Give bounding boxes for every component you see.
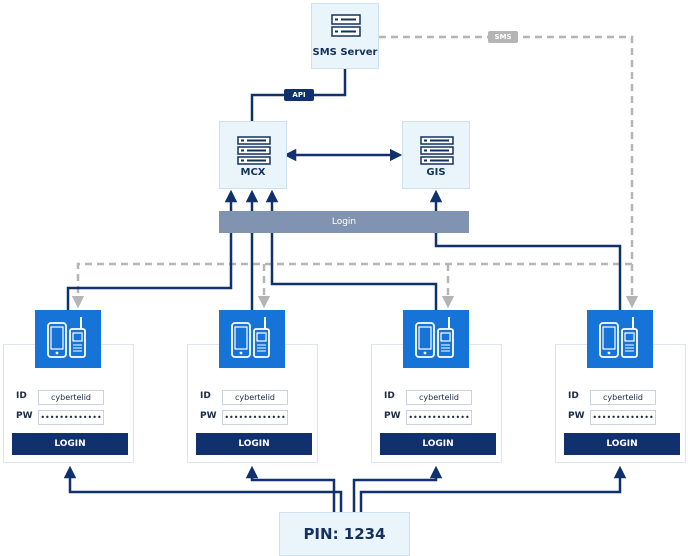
pin-to-panel2: [245, 465, 336, 512]
pin-box: PIN: 1234: [279, 512, 410, 556]
phone-radio-icon: [599, 317, 638, 358]
pw-field[interactable]: •••••••••••••: [590, 410, 656, 425]
pw-label: PW: [16, 411, 33, 421]
device-card-4: [587, 310, 653, 368]
phone-radio-icon: [415, 317, 454, 358]
login-button[interactable]: LOGIN: [564, 433, 680, 455]
pw-label: PW: [568, 411, 585, 421]
mcx-label: MCX: [240, 167, 266, 178]
pw-label: PW: [200, 411, 217, 421]
phone-radio-icon: [231, 317, 270, 358]
phone-radio-icon: [47, 317, 86, 358]
id-label: ID: [568, 391, 579, 401]
device-card-1: [35, 310, 101, 368]
pin-to-panel4: [359, 465, 627, 512]
server-icon: [331, 14, 361, 37]
pw-label: PW: [384, 411, 401, 421]
id-field[interactable]: cybertelid: [406, 390, 472, 405]
device1-to-mcx: [66, 189, 238, 310]
device-card-2: [219, 310, 285, 368]
device3-to-mcx: [265, 189, 438, 310]
id-label: ID: [16, 391, 27, 401]
pw-field[interactable]: •••••••••••••: [406, 410, 472, 425]
gis-label: GIS: [426, 167, 446, 178]
sms-line-top: [379, 35, 639, 309]
id-label: ID: [200, 391, 211, 401]
sms-dashed-lines: [71, 35, 639, 309]
login-button[interactable]: LOGIN: [12, 433, 128, 455]
pin-to-panel1: [63, 465, 343, 512]
pin-to-panel3: [352, 465, 443, 512]
id-field[interactable]: cybertelid: [590, 390, 656, 405]
gis-node: GIS: [402, 121, 470, 189]
login-button[interactable]: LOGIN: [380, 433, 496, 455]
device-card-3: [403, 310, 469, 368]
api-tag: API: [284, 89, 314, 101]
pw-field[interactable]: •••••••••••••: [38, 410, 104, 425]
sms-server-node: SMS Server: [311, 3, 379, 69]
login-button[interactable]: LOGIN: [196, 433, 312, 455]
mcx-node: MCX: [219, 121, 287, 189]
id-field[interactable]: cybertelid: [222, 390, 288, 405]
server-icon: [237, 136, 271, 165]
server-icon: [420, 136, 454, 165]
pw-field[interactable]: •••••••••••••: [222, 410, 288, 425]
login-bar: Login: [219, 211, 469, 233]
sms-tag: SMS: [488, 31, 518, 43]
terminal-panel-3: ID cybertelid PW ••••••••••••• LOGIN: [371, 344, 502, 463]
solid-lines: [63, 69, 627, 512]
id-label: ID: [384, 391, 395, 401]
sms-server-label: SMS Server: [312, 47, 378, 58]
id-field[interactable]: cybertelid: [38, 390, 104, 405]
